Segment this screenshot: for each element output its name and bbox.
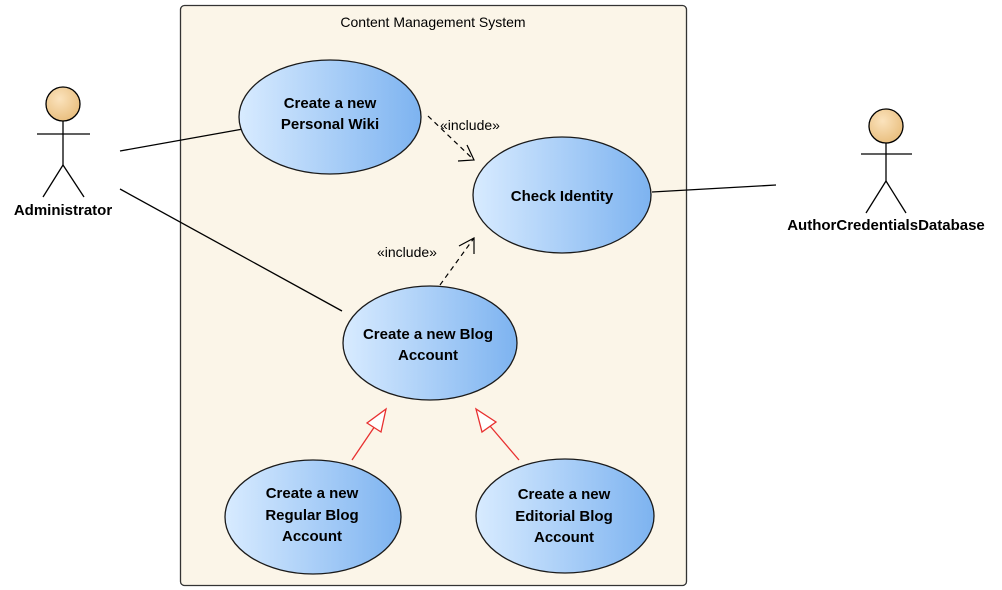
association-admin-blog (119, 188, 343, 312)
include-blog-arrowhead-icon (458, 237, 475, 254)
use-case-check-identity-line-1: Check Identity (511, 188, 614, 205)
generalization-regular-arrowhead-icon (365, 407, 388, 434)
use-case-editorial-blog[interactable]: Create a new Editorial Blog Account (475, 458, 655, 574)
actor-author-credentials-database[interactable]: AuthorCredentialsDatabase (787, 108, 985, 234)
use-case-blog-account-line-1: Create a new Blog (363, 326, 493, 343)
include-label-wiki: «include» (440, 117, 500, 133)
use-case-regular-blog-line-1: Create a new (266, 485, 359, 502)
generalization-regular-line (351, 425, 376, 461)
use-case-personal-wiki[interactable]: Create a new Personal Wiki (238, 59, 422, 175)
use-case-blog-account-line-2: Account (398, 347, 458, 364)
use-case-blog-account[interactable]: Create a new Blog Account (342, 285, 518, 401)
system-title: Content Management System (340, 14, 525, 30)
include-wiki-arrowhead-icon (457, 144, 475, 162)
use-case-check-identity[interactable]: Check Identity (472, 136, 652, 254)
association-admin-wiki (119, 128, 244, 152)
use-case-editorial-blog-line-2: Editorial Blog (515, 508, 613, 525)
include-dependencies (427, 115, 475, 286)
include-wiki-line (427, 115, 475, 161)
use-case-personal-wiki-line-1: Create a new (284, 95, 377, 112)
actor-administrator[interactable]: Administrator (14, 86, 113, 219)
use-case-editorial-blog-line-1: Create a new (518, 486, 611, 503)
actor-database-label: AuthorCredentialsDatabase (787, 217, 985, 234)
include-blog-line (439, 237, 475, 286)
associations (119, 128, 777, 312)
stick-figure-icon (37, 86, 90, 198)
include-label-blog: «include» (377, 244, 437, 260)
use-case-regular-blog-line-2: Regular Blog (265, 507, 358, 524)
generalization-editorial-line (489, 425, 520, 461)
use-case-regular-blog[interactable]: Create a new Regular Blog Account (224, 459, 402, 575)
generalizations (351, 407, 520, 461)
generalization-editorial-arrowhead-icon (474, 407, 498, 434)
stick-figure-icon (861, 108, 912, 214)
association-identity-database (651, 184, 777, 193)
use-case-regular-blog-line-3: Account (282, 528, 342, 545)
use-case-editorial-blog-line-3: Account (534, 529, 594, 546)
use-case-personal-wiki-line-2: Personal Wiki (281, 116, 379, 133)
actor-administrator-label: Administrator (14, 202, 113, 219)
